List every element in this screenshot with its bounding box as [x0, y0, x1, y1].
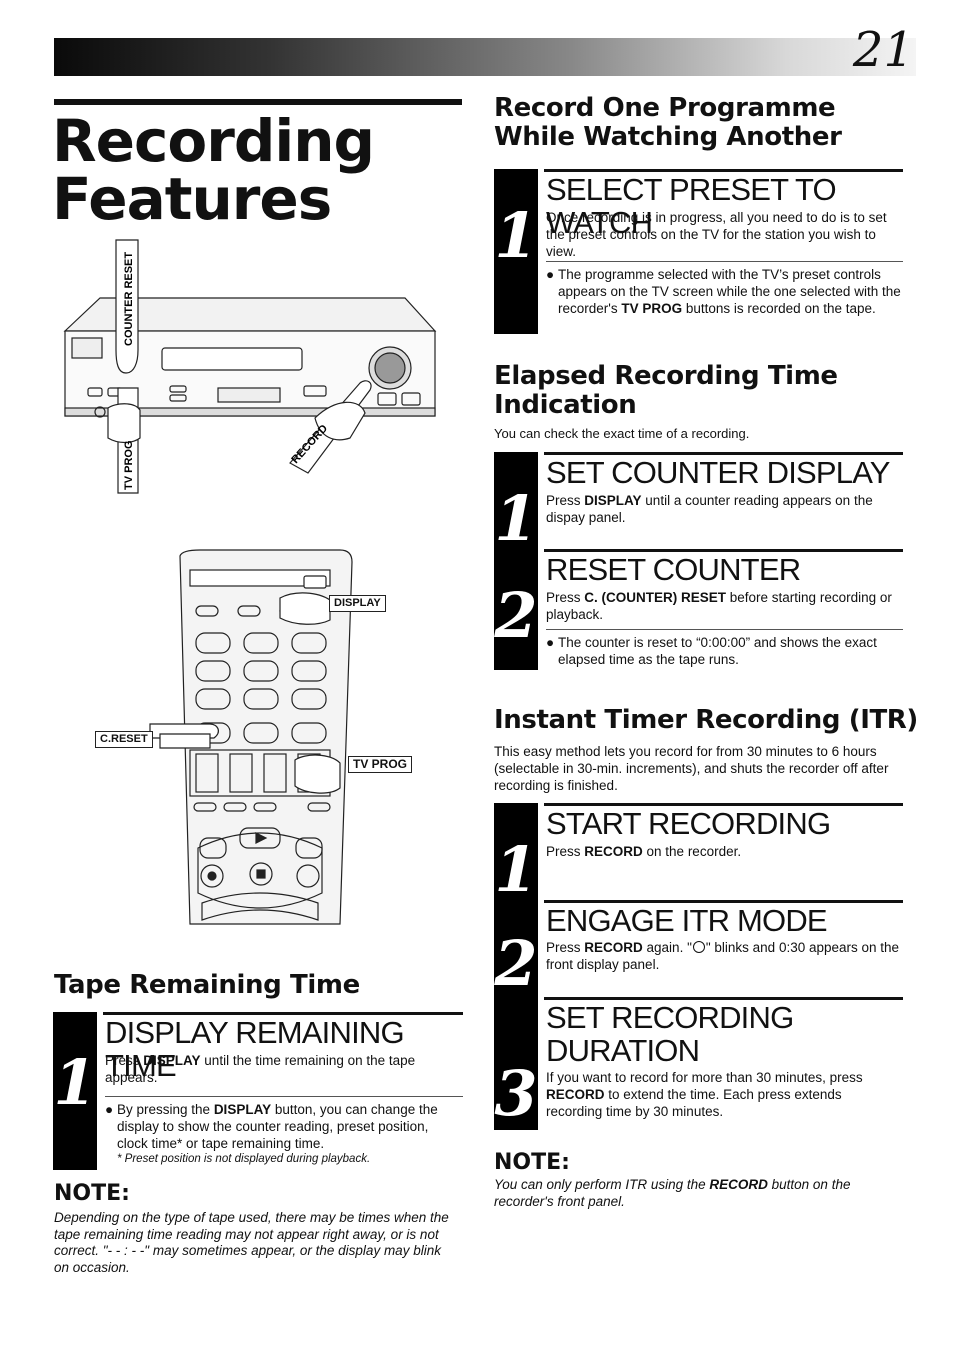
header-gradient-bar	[54, 38, 916, 76]
step-text: Press DISPLAY until the time remaining o…	[105, 1053, 416, 1085]
step-number-box: 1	[494, 169, 538, 334]
section-heading-tape-remaining: Tape Remaining Time	[54, 970, 360, 1000]
step-number-box: 1	[53, 1012, 97, 1170]
step-rule	[544, 803, 903, 806]
step-rule	[544, 169, 903, 172]
itr-intro: This easy method lets you record for fro…	[494, 744, 889, 793]
step-title-reset-counter: RESET COUNTER	[546, 552, 801, 587]
step-title: SELECT PRESET TO WATCH	[546, 172, 837, 240]
vcr-label-counter-reset: COUNTER RESET	[123, 252, 135, 346]
record-one-step-1: 1 SELECT PRESET TO WATCH Once recording …	[494, 169, 904, 335]
section-heading-elapsed: Elapsed Recording Time Indication	[494, 361, 838, 420]
step-title-set-counter: SET COUNTER DISPLAY	[546, 455, 890, 490]
note-text-tape: Depending on the type of tape used, ther…	[54, 1210, 449, 1275]
footnote: * Preset position is not displayed durin…	[117, 1153, 371, 1165]
step-title-set-duration: SET RECORDING DURATION	[546, 1000, 794, 1068]
section-heading-itr: Instant Timer Recording (ITR)	[494, 705, 918, 735]
step-rule	[544, 549, 903, 552]
elapsed-intro: You can check the exact time of a record…	[494, 426, 750, 441]
step-text: Press DISPLAY until a counter reading ap…	[546, 493, 873, 525]
step-text: Press C. (COUNTER) RESET before starting…	[546, 590, 892, 622]
itr-steps: 1 2 3 START RECORDING Press RECORD on th…	[494, 803, 904, 1133]
step-title-engage-itr: ENGAGE ITR MODE	[546, 903, 828, 938]
step-text: Once recording is in progress, all you n…	[546, 210, 887, 259]
page-number: 21	[852, 22, 914, 78]
vcr-label-tv-prog: TV PROG	[123, 440, 135, 490]
elapsed-steps: 1 2 SET COUNTER DISPLAY Press DISPLAY un…	[494, 452, 904, 672]
tape-remaining-step-1: 1 DISPLAY REMAINING TIME Press DISPLAY u…	[53, 1012, 463, 1172]
page-title: Recording Features	[52, 107, 375, 233]
title-rule	[54, 99, 462, 105]
note-heading-tape: NOTE:	[54, 1181, 130, 1206]
remote-label-display: DISPLAY	[329, 595, 386, 612]
step-divider	[546, 629, 903, 630]
step-title: DISPLAY REMAINING TIME	[105, 1015, 405, 1083]
remote-control-illustration	[149, 549, 353, 925]
section-heading-record-one: Record One Programme While Watching Anot…	[494, 93, 842, 152]
step-rule	[544, 452, 903, 455]
step-text: Press RECORD on the recorder.	[546, 844, 742, 859]
note-text-itr: You can only perform ITR using the RECOR…	[494, 1177, 851, 1209]
remote-label-creset: C.RESET	[95, 731, 153, 748]
step-number-box: 1 2	[494, 452, 538, 670]
step-text: If you want to record for more than 30 m…	[546, 1070, 863, 1119]
step-number-box: 1 2 3	[494, 803, 538, 1130]
step-rule	[544, 997, 903, 1000]
itr-clock-icon	[692, 941, 705, 953]
step-rule	[103, 1012, 463, 1015]
note-heading-itr: NOTE:	[494, 1150, 570, 1175]
step-divider	[105, 1096, 463, 1097]
step-text: Press RECORD again. "" blinks and 0:30 a…	[546, 940, 900, 972]
step-divider	[546, 261, 903, 262]
step-title-start-recording: START RECORDING	[546, 806, 831, 841]
vcr-front-panel-illustration: COUNTER RESET TV PROG RECORD	[63, 239, 437, 494]
step-rule	[544, 900, 903, 903]
remote-label-tv-prog: TV PROG	[348, 756, 413, 773]
